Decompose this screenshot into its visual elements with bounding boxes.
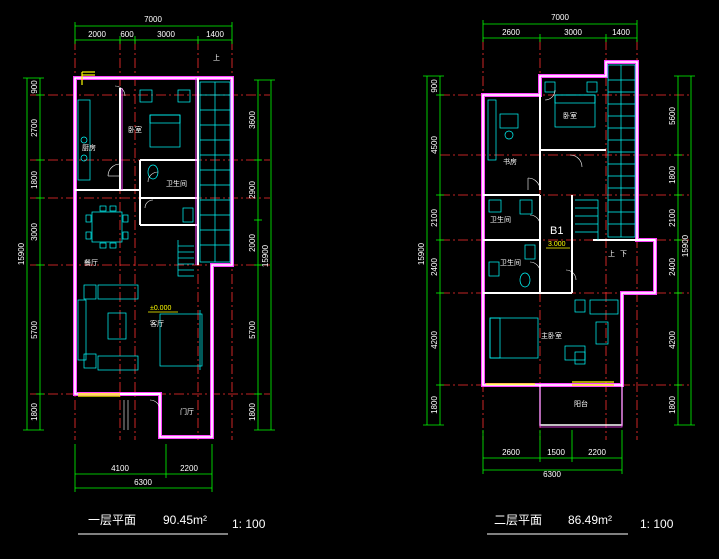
plan1-right-dim-3: 2000 xyxy=(248,234,257,252)
dimension-lines xyxy=(23,22,275,492)
plan2-stair-up: 上 xyxy=(608,249,615,258)
plan2-room-bath-2: 卫生间 xyxy=(500,258,521,267)
plan2-top-dim-3: 1400 xyxy=(612,28,630,37)
plan1-left-dim-1: 900 xyxy=(30,80,39,94)
plan2-left-dim-6: 1800 xyxy=(430,396,439,414)
plan1-room-porch: 门厅 xyxy=(180,407,194,416)
walls xyxy=(481,60,657,428)
plan1-left-dim-5: 5700 xyxy=(30,321,39,339)
doors xyxy=(527,89,583,281)
plan1-area: 90.45m² xyxy=(163,513,207,527)
plan1-bottom-dim-1: 4100 xyxy=(111,464,129,473)
furniture xyxy=(77,89,203,371)
plan2-right-dim-1: 5600 xyxy=(668,107,677,125)
plan2-stair-down: 下 xyxy=(620,250,627,258)
plan1-left-dim-3: 1800 xyxy=(30,171,39,189)
plan1-top-total-dim: 7000 xyxy=(144,15,162,24)
plan2-left-dim-3: 2100 xyxy=(430,209,439,227)
plan2-bottom-dim-3: 2200 xyxy=(588,448,606,457)
plan2-right-dim-5: 4200 xyxy=(668,331,677,349)
plan1-room-living: 客厅 xyxy=(150,319,164,328)
plan2-scale: 1: 100 xyxy=(640,517,674,531)
plan2-top-dim-1: 2600 xyxy=(502,28,520,37)
plan2-room-study: 书房 xyxy=(503,157,517,166)
plan2-room-bath-1: 卫生间 xyxy=(490,215,511,224)
plan2-top-total-dim: 7000 xyxy=(551,13,569,22)
staircase xyxy=(575,64,636,240)
plan1-room-bedroom: 卧室 xyxy=(128,125,142,134)
first-floor-plan: 7000 2000 600 3000 1400 15900 900 2700 1… xyxy=(17,15,275,535)
plan2-left-total-dim: 15900 xyxy=(417,242,426,265)
plan2-level-mark: 3.000 xyxy=(548,241,566,248)
plan1-top-dim-3: 3000 xyxy=(157,30,175,39)
plan2-b1-label: B1 xyxy=(550,225,563,237)
plan1-left-total-dim: 15900 xyxy=(17,242,26,265)
plan1-top-dim-4: 1400 xyxy=(206,30,224,39)
plan2-right-dim-6: 1800 xyxy=(668,396,677,414)
plan2-title: 二层平面 xyxy=(494,513,542,527)
doors xyxy=(107,85,161,430)
plan1-level-mark: ±0.000 xyxy=(150,305,171,312)
plan1-right-dim-1: 3600 xyxy=(248,111,257,129)
walls xyxy=(73,76,234,439)
plan2-left-dim-1: 900 xyxy=(430,79,439,93)
windows xyxy=(486,381,614,386)
plan1-room-kitchen: 厨房 xyxy=(82,143,96,152)
plan1-room-dining: 餐厅 xyxy=(84,258,98,267)
plan1-scale: 1: 100 xyxy=(232,517,266,531)
plan1-room-bath: 卫生间 xyxy=(166,179,187,188)
plan2-left-dim-5: 4200 xyxy=(430,331,439,349)
plan1-left-dim-4: 3000 xyxy=(30,223,39,241)
plan2-right-dim-2: 1800 xyxy=(668,166,677,184)
plan1-left-dim-2: 2700 xyxy=(30,119,39,137)
plan1-title: 一层平面 xyxy=(88,513,136,527)
plan1-right-dim-5: 1800 xyxy=(248,403,257,421)
plan2-room-balcony: 阳台 xyxy=(574,399,588,408)
plan2-right-total-dim: 15900 xyxy=(681,234,690,257)
plan2-bottom-total-dim: 6300 xyxy=(543,470,561,479)
plan2-right-dim-3: 2100 xyxy=(668,209,677,227)
staircase xyxy=(177,81,231,277)
dimension-lines xyxy=(423,20,695,474)
plan2-right-dim-4: 2400 xyxy=(668,258,677,276)
furniture xyxy=(487,81,619,365)
plan1-top-dim-2: 600 xyxy=(120,30,134,39)
plan1-right-dim-2: 2900 xyxy=(248,181,257,199)
plan1-stair-up: 上 xyxy=(213,53,220,62)
plan1-top-dim-1: 2000 xyxy=(88,30,106,39)
plan2-bottom-dim-2: 1500 xyxy=(547,448,565,457)
second-floor-plan: 7000 2600 3000 1400 15900 900 4500 2100 … xyxy=(417,13,695,535)
plan1-bottom-total-dim: 6300 xyxy=(134,478,152,487)
plan1-bottom-dim-2: 2200 xyxy=(180,464,198,473)
plan2-bottom-dim-1: 2600 xyxy=(502,448,520,457)
plan2-left-dim-4: 2400 xyxy=(430,258,439,276)
plan1-right-dim-4: 5700 xyxy=(248,321,257,339)
windows xyxy=(78,71,120,397)
plan2-room-bedroom: 卧室 xyxy=(563,111,577,120)
plan2-left-dim-2: 4500 xyxy=(430,136,439,154)
plan2-room-master: 主卧室 xyxy=(541,331,562,340)
plan2-top-dim-2: 3000 xyxy=(564,28,582,37)
plan1-left-dim-6: 1800 xyxy=(30,403,39,421)
plan2-area: 86.49m² xyxy=(568,513,612,527)
plan1-right-total-dim: 15900 xyxy=(261,244,270,267)
